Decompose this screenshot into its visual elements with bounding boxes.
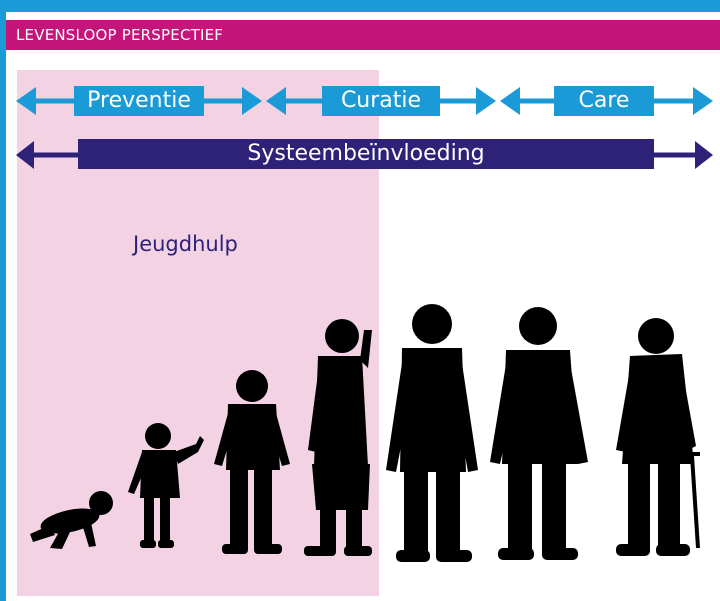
cane	[688, 452, 700, 548]
toddler-silhouette	[128, 423, 204, 548]
header-title: LEVENSLOOP PERSPECTIEF	[16, 26, 224, 44]
crawling-baby-silhouette	[30, 491, 113, 549]
top-accent-strip	[0, 0, 720, 12]
preventie-label: Preventie	[74, 86, 204, 116]
adult-silhouette	[386, 304, 478, 562]
header-bar	[6, 20, 720, 50]
curatie-label: Curatie	[322, 86, 440, 116]
jeugdhulp-label: Jeugdhulp	[133, 232, 238, 256]
systeem-label: Systeembeïnvloeding	[78, 139, 654, 169]
elderly-man-silhouette	[616, 318, 700, 556]
child-silhouette	[214, 370, 290, 554]
care-label: Care	[554, 86, 654, 116]
teenager-silhouette	[304, 319, 372, 556]
left-accent-strip	[0, 12, 6, 601]
middle-aged-man-silhouette	[490, 307, 588, 560]
